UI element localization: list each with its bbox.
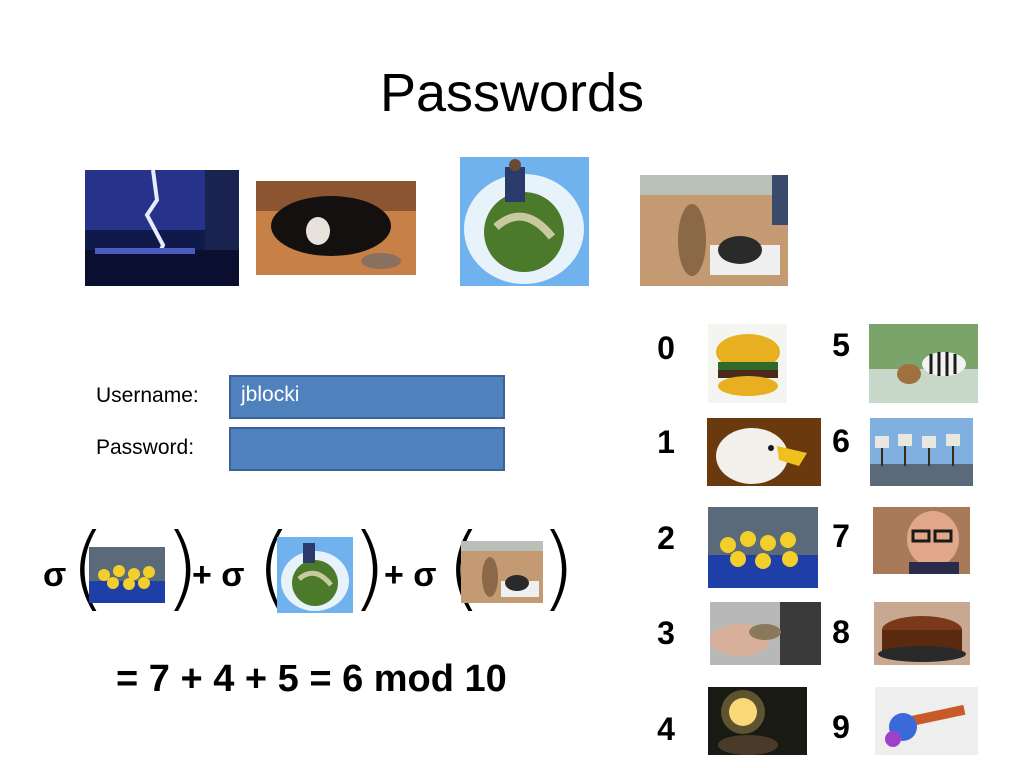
username-label: Username:: [96, 384, 199, 407]
kangaroo-photo: [640, 175, 788, 286]
right-bracket: ): [164, 514, 200, 621]
minions-photo: [708, 507, 818, 588]
digit-label: 0: [657, 330, 675, 366]
dog-photo: [256, 181, 416, 275]
kangaroo-small-photo: [461, 541, 543, 603]
digit-label: 9: [832, 709, 850, 745]
digit-label: 8: [832, 614, 850, 650]
lightning-storm-photo: [85, 170, 239, 286]
old-man-glasses-photo: [873, 507, 970, 574]
digit-label: 2: [657, 520, 675, 556]
slide-title: Passwords: [379, 63, 645, 123]
lightbulb-photo: [708, 687, 807, 755]
eagle-photo: [707, 418, 821, 486]
plus-sigma: + σ: [192, 556, 245, 594]
burger-photo: [708, 324, 787, 403]
toy-gun-photo: [875, 687, 978, 755]
minions-small-photo: [89, 547, 165, 603]
digit-label: 1: [657, 424, 675, 460]
username-field[interactable]: jblocki: [229, 375, 505, 419]
digit-label: 4: [657, 711, 675, 747]
right-bracket: ): [351, 514, 387, 621]
insect-on-hand-photo: [710, 602, 821, 665]
digit-label: 3: [657, 615, 675, 651]
password-label: Password:: [96, 436, 195, 459]
plus-sigma: + σ: [384, 556, 437, 594]
right-bracket: ): [540, 514, 576, 621]
equation-result: = 7 + 4 + 5 = 6 mod 10: [116, 658, 507, 700]
sigma-symbol: σ: [43, 556, 67, 594]
stilt-houses-photo: [870, 418, 973, 486]
digit-label: 7: [832, 518, 850, 554]
password-field[interactable]: [229, 427, 505, 471]
zebra-photo: [869, 324, 978, 403]
chocolate-cake-photo: [874, 602, 970, 665]
digit-label: 5: [832, 327, 850, 363]
tiny-planet-photo: [460, 157, 589, 286]
tiny-planet-small-photo: [277, 537, 353, 613]
digit-label: 6: [832, 423, 850, 459]
